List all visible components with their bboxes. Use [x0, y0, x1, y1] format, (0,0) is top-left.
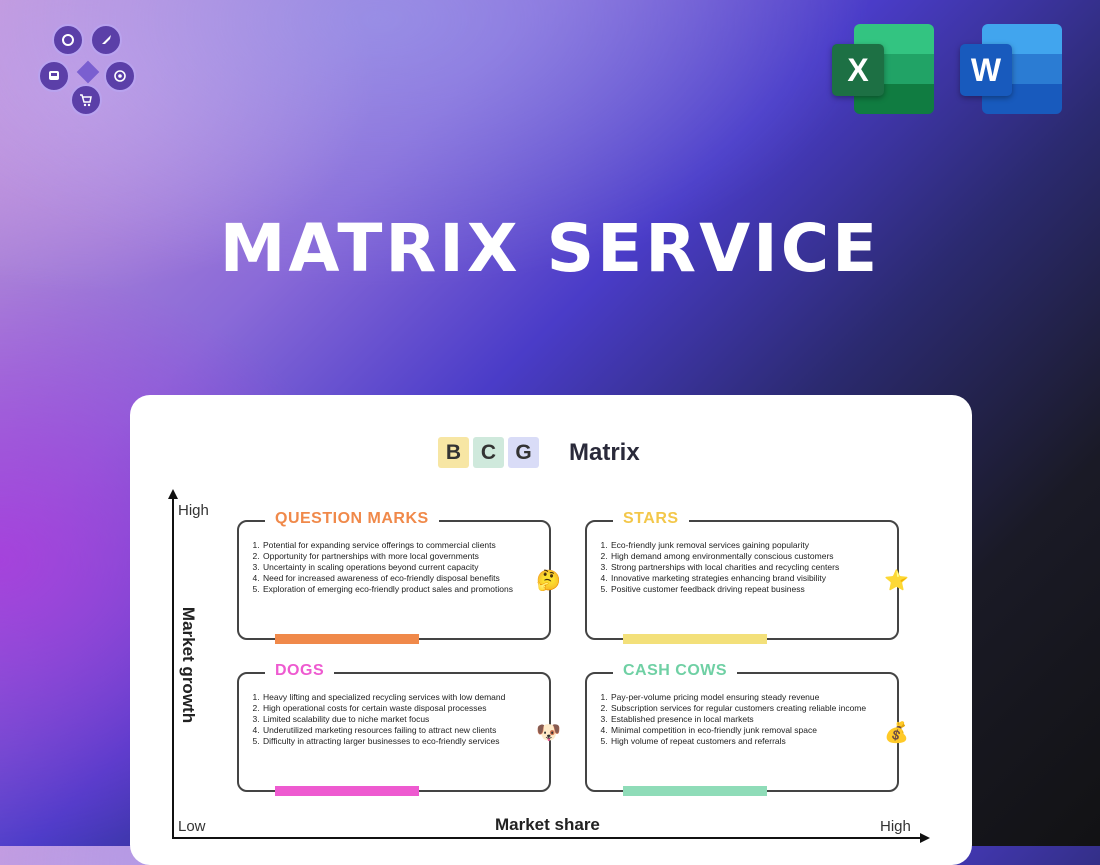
quadrant-list: Potential for expanding service offering… — [249, 540, 524, 595]
thinking-face-icon: 🤔 — [536, 570, 561, 592]
list-item: Heavy lifting and specialized recycling … — [262, 692, 524, 703]
list-item: Opportunity for partnerships with more l… — [262, 551, 524, 562]
brand-logo — [38, 24, 138, 120]
y-axis-high-label: High — [178, 502, 209, 519]
logo-center-diamond — [76, 60, 100, 84]
word-letter: W — [960, 44, 1012, 96]
list-item: Pay-per-volume pricing model ensuring st… — [610, 692, 872, 703]
list-item: High volume of repeat customers and refe… — [610, 736, 872, 747]
letter-b: B — [438, 437, 469, 468]
quadrant-accent-bar — [275, 786, 419, 796]
x-axis-high-label: High — [880, 818, 911, 835]
quadrant-title: STARS — [613, 510, 689, 528]
quadrant-title: DOGS — [265, 662, 335, 680]
list-item: Limited scalability due to niche market … — [262, 714, 524, 725]
quadrant-list: Eco-friendly junk removal services gaini… — [597, 540, 872, 595]
rocket-icon — [90, 24, 122, 56]
matrix-title: Matrix — [569, 438, 640, 466]
x-axis-title: Market share — [495, 815, 600, 834]
quadrant-list: Pay-per-volume pricing model ensuring st… — [597, 692, 872, 747]
cart-icon — [70, 84, 102, 116]
list-item: Strong partnerships with local charities… — [610, 562, 872, 573]
list-item: Need for increased awareness of eco-frie… — [262, 573, 524, 584]
letter-c: C — [473, 437, 504, 468]
excel-letter: X — [832, 44, 884, 96]
x-axis-arrow — [920, 833, 930, 843]
quadrant-cash-cows: CASH COWS Pay-per-volume pricing model e… — [585, 662, 909, 796]
list-item: Potential for expanding service offering… — [262, 540, 524, 551]
word-icon: W — [960, 24, 1064, 114]
star-icon: ⭐ — [884, 570, 909, 592]
x-axis-low-label: Low — [178, 818, 206, 835]
list-item: Minimal competition in eco-friendly junk… — [610, 725, 872, 736]
quadrant-question-marks: QUESTION MARKS Potential for expanding s… — [237, 510, 561, 644]
list-item: Innovative marketing strategies enhancin… — [610, 573, 872, 584]
list-item: Subscription services for regular custom… — [610, 703, 872, 714]
x-axis — [172, 837, 922, 839]
list-item: Uncertainty in scaling operations beyond… — [262, 562, 524, 573]
list-item: Exploration of emerging eco-friendly pro… — [262, 584, 524, 595]
quadrant-title: QUESTION MARKS — [265, 510, 439, 528]
dog-face-icon: 🐶 — [536, 722, 561, 744]
page-title: MATRIX SERVICE — [219, 210, 881, 287]
bcg-matrix-card: B C G Matrix High Low High Market growth… — [130, 395, 972, 865]
y-axis — [172, 495, 174, 837]
list-item: High operational costs for certain waste… — [262, 703, 524, 714]
quadrant-dogs: DOGS Heavy lifting and specialized recyc… — [237, 662, 561, 796]
y-axis-title: Market growth — [179, 606, 198, 724]
bus-icon — [38, 60, 70, 92]
y-axis-arrow — [168, 489, 178, 499]
quadrant-accent-bar — [623, 634, 767, 644]
quadrant-list: Heavy lifting and specialized recycling … — [249, 692, 524, 747]
list-item: Positive customer feedback driving repea… — [610, 584, 872, 595]
quadrant-accent-bar — [275, 634, 419, 644]
matrix-title-row: B C G Matrix — [438, 437, 640, 468]
support-icon — [52, 24, 84, 56]
quadrant-accent-bar — [623, 786, 767, 796]
letter-g: G — [508, 437, 539, 468]
money-bag-icon: 💰 — [884, 722, 909, 744]
list-item: Underutilized marketing resources failin… — [262, 725, 524, 736]
list-item: Difficulty in attracting larger business… — [262, 736, 524, 747]
quadrant-title: CASH COWS — [613, 662, 738, 680]
list-item: Established presence in local markets — [610, 714, 872, 725]
quadrant-stars: STARS Eco-friendly junk removal services… — [585, 510, 909, 644]
excel-icon: X — [832, 24, 936, 114]
list-item: High demand among environmentally consci… — [610, 551, 872, 562]
target-icon — [104, 60, 136, 92]
list-item: Eco-friendly junk removal services gaini… — [610, 540, 872, 551]
